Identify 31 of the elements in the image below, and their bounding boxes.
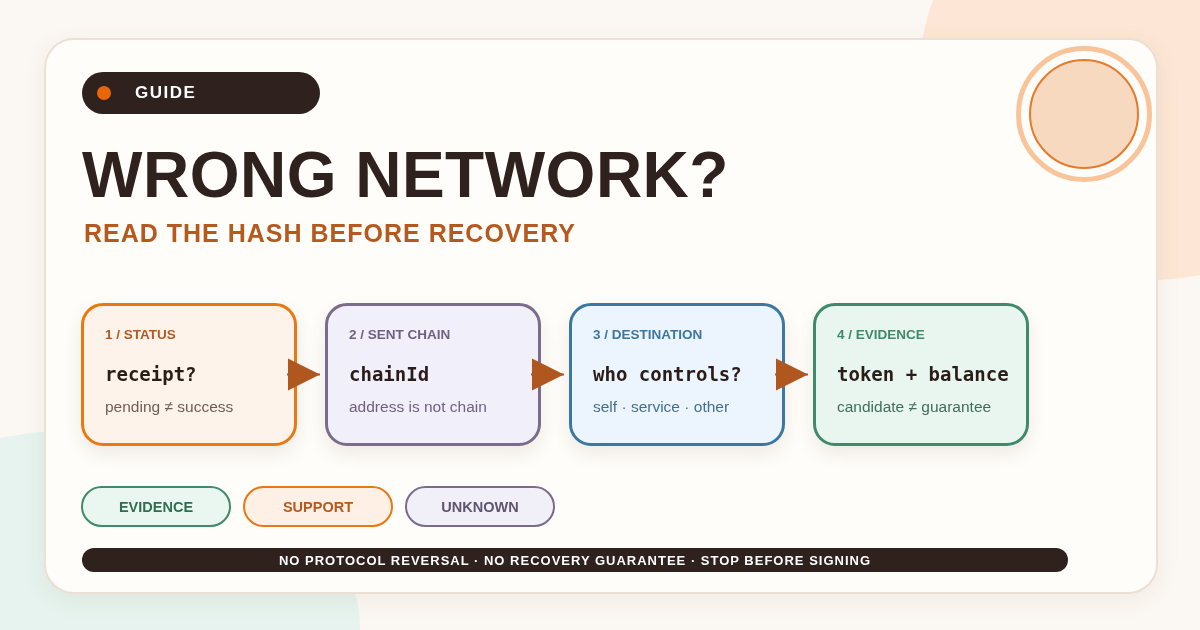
status-pill: [243, 486, 393, 527]
step-heading: 3 / DESTINATION: [593, 327, 704, 342]
arrow: [530, 358, 565, 391]
status-pill: [405, 486, 555, 527]
step-question: chainId: [349, 363, 431, 385]
step-note: address is not chain: [349, 398, 488, 416]
step-card: [813, 303, 1029, 446]
step-heading: 1 / STATUS: [105, 327, 177, 342]
title: WRONG NETWORK?: [82, 138, 729, 212]
step-heading: 4 / EVIDENCE: [837, 327, 926, 342]
step-heading: 2 / SENT CHAIN: [349, 327, 452, 342]
pill-label: UNKNOWN: [441, 498, 519, 515]
badge-label: GUIDE: [135, 83, 197, 103]
pill-label: SUPPORT: [282, 498, 354, 515]
warning-text: NO PROTOCOL REVERSAL · NO RECOVERY GUARANTEE · STOP BEFORE SIGNING: [278, 552, 872, 568]
arrow: [774, 358, 809, 391]
step-question: who controls?: [593, 363, 743, 385]
step-note: pending ≠ success: [105, 398, 235, 416]
step-card: [569, 303, 785, 446]
step-note: self · service · other: [593, 398, 731, 416]
step-question: token + balance: [837, 363, 1010, 385]
pill-label: EVIDENCE: [118, 498, 194, 515]
subtitle: READ THE HASH BEFORE RECOVERY: [84, 219, 576, 248]
guide-badge: [82, 72, 320, 114]
step-note: candidate ≠ guarantee: [837, 398, 993, 416]
arrow: [286, 358, 321, 391]
warning-bar: [82, 548, 1068, 572]
status-pill: [81, 486, 231, 527]
step-question: receipt?: [105, 363, 198, 385]
step-card: [81, 303, 297, 446]
step-card: [325, 303, 541, 446]
